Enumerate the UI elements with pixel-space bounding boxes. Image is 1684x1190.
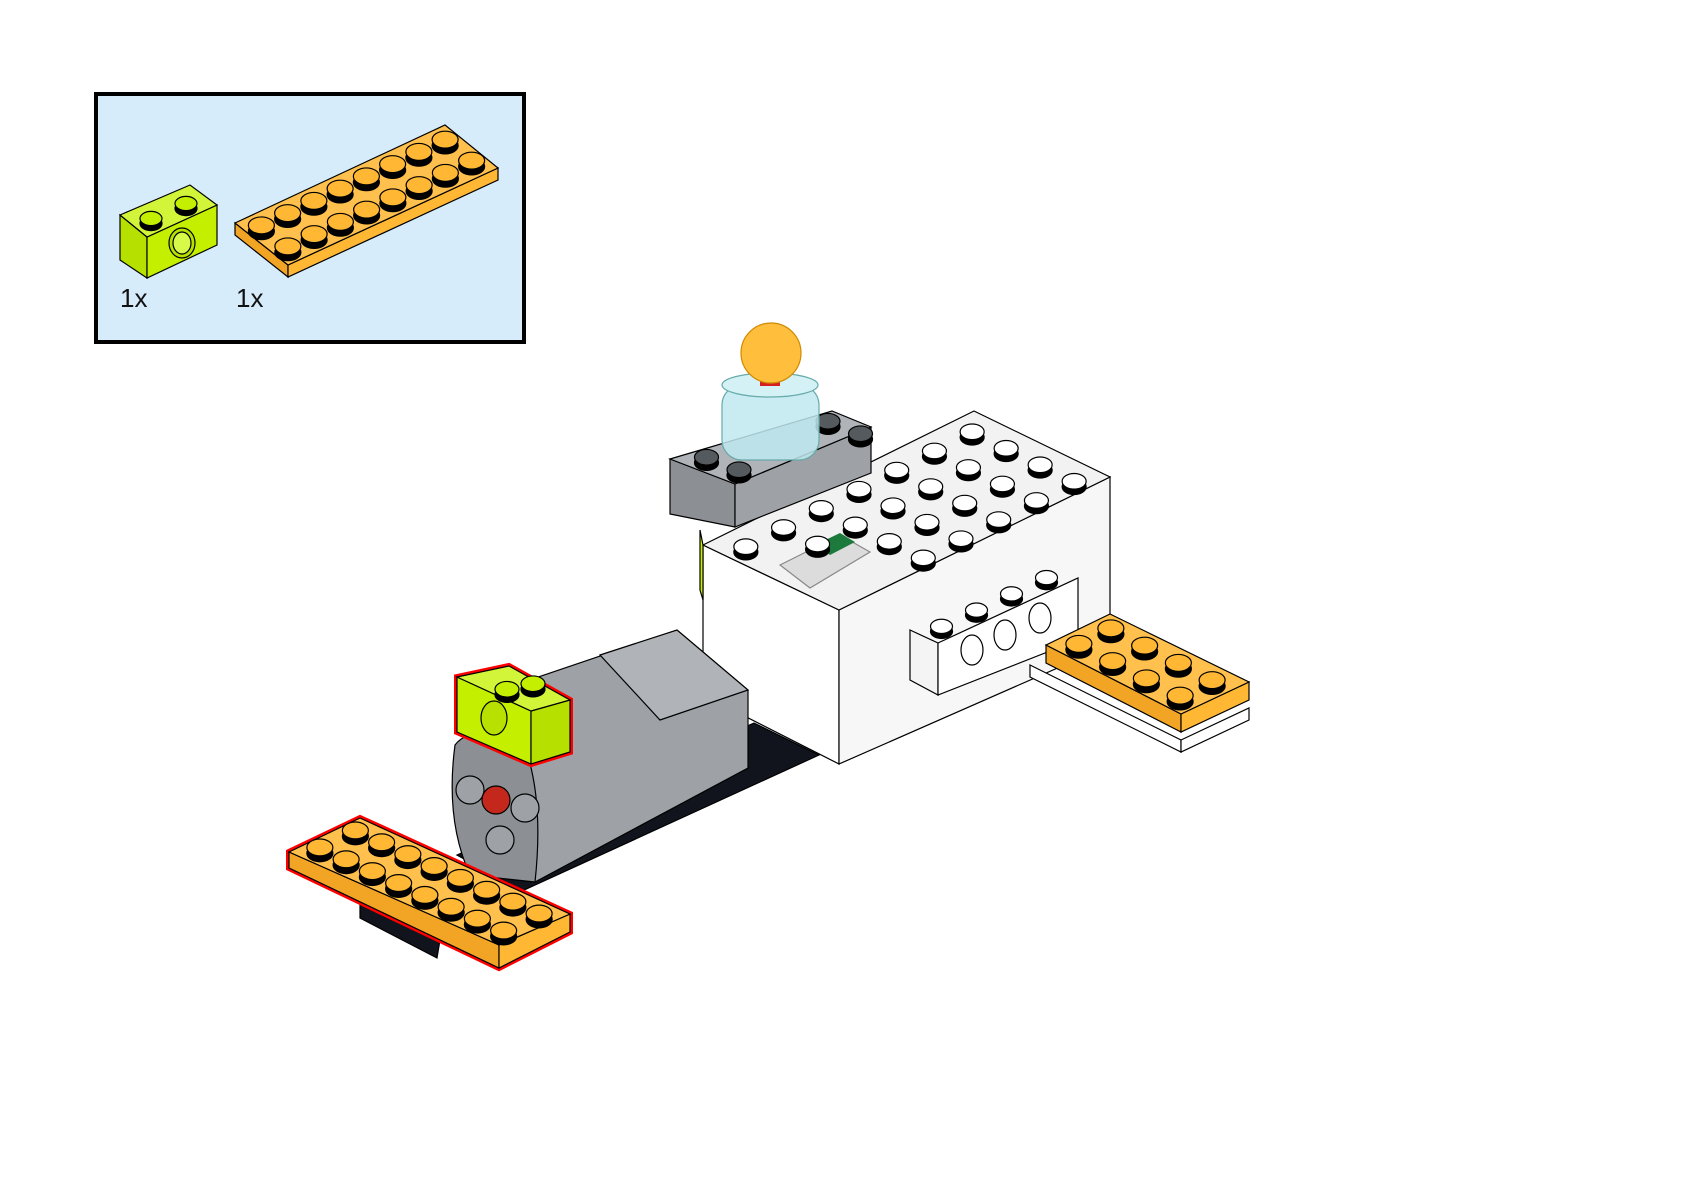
new-orange-plate [286, 814, 573, 972]
stud [525, 904, 553, 929]
stud [431, 163, 459, 188]
stud [1132, 669, 1160, 694]
stud [431, 130, 459, 155]
quantity-label-orange-plate: 1x [236, 283, 264, 313]
stud [1131, 636, 1159, 661]
stud [989, 475, 1016, 498]
stud [353, 200, 381, 225]
stud [1065, 634, 1093, 659]
stud [986, 511, 1012, 534]
stud [770, 519, 797, 542]
stud [993, 439, 1019, 463]
stud [352, 167, 380, 192]
stud [804, 535, 831, 558]
stud [842, 516, 868, 539]
stud [274, 237, 302, 262]
stud [326, 212, 354, 237]
stud [964, 602, 989, 623]
stud [1027, 456, 1053, 479]
stud [463, 909, 491, 934]
stud [733, 538, 759, 561]
stud [300, 191, 328, 216]
stud [437, 897, 465, 922]
stud [274, 204, 302, 229]
white-technic-brick [909, 569, 1079, 697]
stud [458, 151, 486, 176]
stud [1023, 492, 1050, 515]
stud [918, 478, 944, 501]
stud [1198, 671, 1226, 696]
stud [300, 225, 328, 250]
stud [332, 850, 360, 875]
model-assembly [286, 322, 1251, 972]
stud [914, 513, 940, 537]
stud [910, 549, 936, 572]
stud [693, 448, 720, 472]
stud [139, 210, 163, 232]
callout-lime-brick [118, 184, 219, 280]
stud [952, 494, 978, 517]
stud [929, 618, 954, 640]
stud [490, 921, 518, 946]
stud [880, 497, 906, 520]
stud [379, 188, 407, 213]
stud [808, 499, 834, 523]
stud [326, 179, 354, 204]
stud [1166, 686, 1194, 711]
stud [174, 195, 198, 217]
light-bulb-assembly [721, 322, 820, 461]
stud [955, 459, 982, 482]
stud [1099, 652, 1127, 677]
motor-axle-red [481, 785, 511, 815]
stud [847, 425, 874, 448]
stud [385, 874, 413, 898]
stud [1061, 472, 1087, 496]
stud [494, 680, 520, 704]
stud [499, 892, 527, 917]
stud [948, 530, 974, 553]
stud [726, 461, 752, 484]
stud [884, 461, 910, 484]
stud [368, 833, 396, 858]
stud [358, 862, 386, 887]
stud [1097, 619, 1125, 644]
stud [1034, 569, 1059, 591]
stud [420, 857, 448, 881]
stud [405, 176, 433, 201]
quantity-label-lime-brick: 1x [120, 283, 148, 313]
stud [306, 838, 334, 863]
stud [247, 216, 275, 241]
stud [876, 532, 902, 556]
stud [446, 868, 474, 893]
parts-callout [94, 92, 526, 344]
bulb [740, 322, 802, 384]
callout-orange-plate [233, 124, 500, 279]
stud [846, 480, 872, 504]
stud [341, 821, 369, 846]
stud [411, 885, 439, 910]
stud [520, 675, 546, 698]
new-lime-technic-brick [454, 662, 573, 768]
stud [999, 586, 1024, 607]
stud [394, 845, 422, 870]
stud [405, 142, 433, 167]
stud [1164, 653, 1192, 678]
stud [815, 412, 841, 436]
stud [959, 423, 985, 446]
right-orange-plate [1029, 613, 1251, 753]
stud [379, 155, 407, 180]
stud [473, 880, 501, 905]
stud [921, 442, 948, 465]
